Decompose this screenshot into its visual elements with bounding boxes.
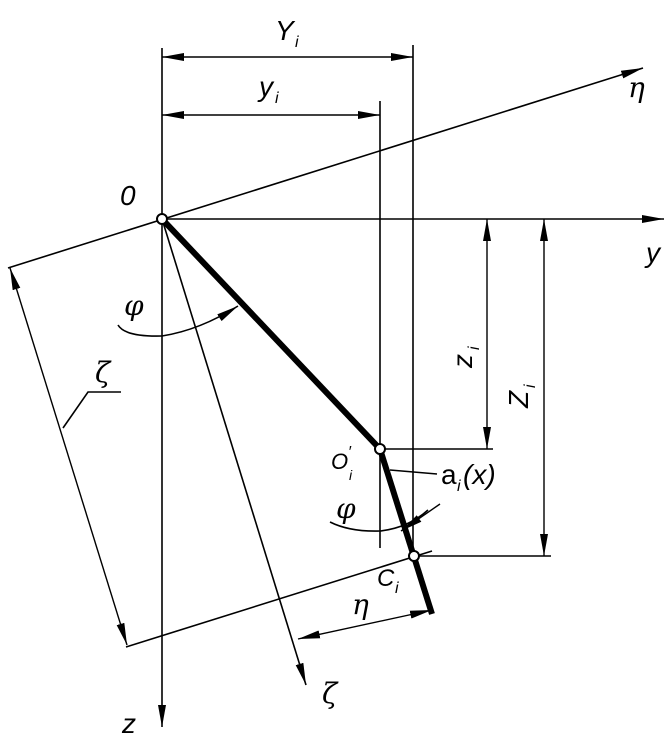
rod-segment-1 bbox=[159, 216, 383, 452]
point-C-i bbox=[408, 550, 420, 562]
a-i-leader bbox=[389, 469, 438, 475]
svg-text:i: i bbox=[275, 90, 279, 107]
y-i-label: y i bbox=[257, 71, 279, 107]
rod-segment-2 bbox=[377, 448, 435, 615]
Y-i-label: Y i bbox=[275, 15, 299, 51]
phi-label-top: φ bbox=[124, 289, 144, 322]
svg-text:i: i bbox=[522, 384, 539, 388]
z-i-label: z i bbox=[447, 346, 483, 369]
svg-text:(x): (x) bbox=[463, 459, 496, 490]
phi-label-bottom: φ bbox=[336, 492, 356, 525]
svg-text:i: i bbox=[466, 346, 483, 350]
zeta-extension-line bbox=[125, 550, 433, 648]
svg-text:z: z bbox=[447, 354, 478, 369]
eta-axis bbox=[7, 67, 644, 269]
svg-text:i: i bbox=[395, 580, 399, 597]
zeta-leader bbox=[62, 391, 121, 429]
svg-text:i: i bbox=[295, 34, 299, 51]
zeta-dimension bbox=[9, 267, 128, 646]
eta-dimension-label: η bbox=[352, 588, 369, 621]
zeta-dimension-label: ζ bbox=[95, 356, 112, 389]
zeta-axis-label: ζ bbox=[322, 677, 339, 710]
C-i-label: C i bbox=[377, 565, 399, 597]
O-i-label: O ′ i bbox=[331, 444, 353, 483]
phi-arc-top bbox=[117, 305, 239, 337]
svg-text:Y: Y bbox=[275, 15, 296, 46]
svg-text:a: a bbox=[441, 459, 457, 490]
point-O-i bbox=[374, 443, 386, 455]
svg-text:i: i bbox=[349, 467, 353, 483]
svg-text:Z: Z bbox=[503, 390, 534, 409]
eta-axis-label: η bbox=[628, 71, 645, 104]
svg-text:i: i bbox=[457, 478, 461, 495]
y-axis-label: y bbox=[644, 237, 662, 268]
svg-text:′: ′ bbox=[348, 444, 352, 461]
svg-text:O: O bbox=[331, 449, 348, 474]
eta-dimension bbox=[297, 609, 433, 640]
origin-label: 0 bbox=[120, 180, 136, 211]
a-i-x-label: a i (x) bbox=[441, 459, 496, 495]
svg-text:C: C bbox=[377, 565, 395, 592]
Z-i-label: Z i bbox=[503, 384, 539, 409]
zeta-axis bbox=[161, 218, 307, 686]
svg-text:y: y bbox=[257, 71, 275, 102]
origin-point bbox=[156, 213, 168, 225]
z-axis-label: z bbox=[121, 708, 136, 739]
